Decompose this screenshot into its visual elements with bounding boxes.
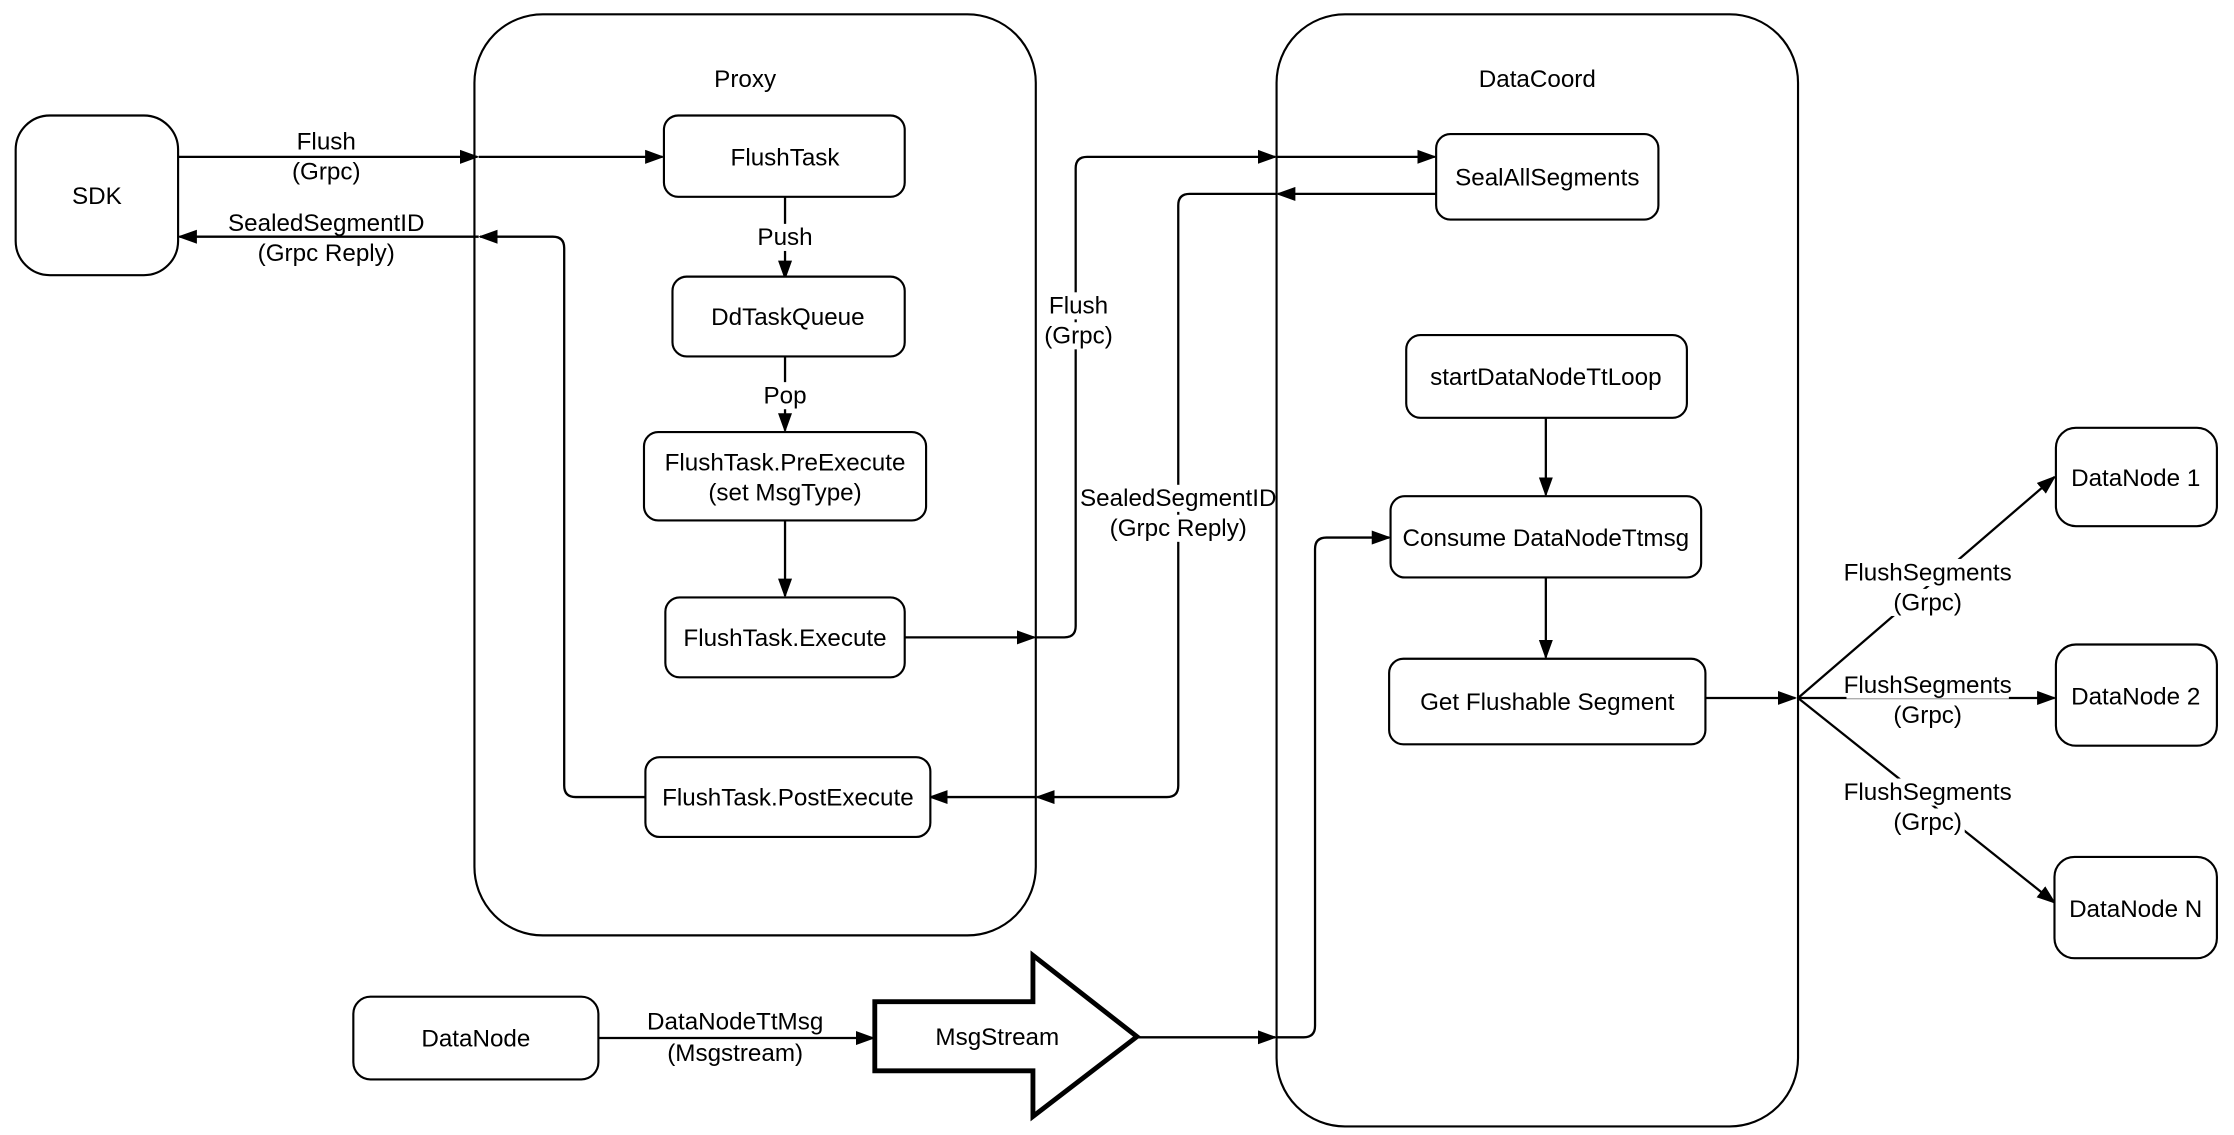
svg-text:DataNode: DataNode: [421, 1026, 530, 1053]
svg-text:Consume DataNodeTtmsg: Consume DataNodeTtmsg: [1403, 525, 1690, 552]
node-flushtask-postexecute: FlushTask.PostExecute: [644, 756, 932, 839]
svg-text:DataNode 1: DataNode 1: [2071, 465, 2200, 492]
svg-text:FlushSegments: FlushSegments: [1844, 559, 2012, 586]
svg-text:FlushTask: FlushTask: [731, 144, 841, 171]
svg-text:Flush: Flush: [297, 129, 356, 156]
svg-text:(Grpc): (Grpc): [1893, 702, 1962, 729]
svg-text:DataNode N: DataNode N: [2069, 896, 2202, 923]
svg-text:SealedSegmentID: SealedSegmentID: [228, 210, 424, 237]
datacoord-container-outline: [1275, 13, 1800, 1128]
svg-text:FlushSegments: FlushSegments: [1844, 672, 2012, 699]
svg-text:(Msgstream): (Msgstream): [667, 1040, 803, 1067]
nodes: SDK FlushTask DdTaskQueue FlushTask.PreE…: [14, 114, 2218, 1122]
label-flushsegments-1: FlushSegments (Grpc): [1844, 558, 2012, 616]
svg-text:(Grpc): (Grpc): [292, 159, 361, 186]
svg-text:DdTaskQueue: DdTaskQueue: [711, 304, 864, 331]
svg-text:(Grpc): (Grpc): [1044, 323, 1113, 350]
node-msgstream: MsgStream: [872, 950, 1141, 1122]
node-datanode2: DataNode 2: [2054, 643, 2218, 747]
node-flushtask: FlushTask: [662, 114, 906, 198]
edge-labels: Flush (Grpc) SealedSegmentID (Grpc Reply…: [228, 129, 2012, 1067]
node-getflushablesegment: Get Flushable Segment: [1388, 657, 1707, 746]
msgstream-block-arrow-icon: [872, 950, 1141, 1122]
node-flushtask-preexecute: FlushTask.PreExecute (set MsgType): [642, 430, 928, 522]
edge-proxy-to-datacoord-flush: [1035, 157, 1275, 639]
svg-text:(Grpc Reply): (Grpc Reply): [1110, 515, 1247, 542]
svg-text:Get Flushable Segment: Get Flushable Segment: [1420, 689, 1675, 716]
svg-text:FlushTask.PreExecute: FlushTask.PreExecute: [665, 450, 906, 477]
node-startdatanodettloop: startDataNodeTtLoop: [1405, 334, 1688, 419]
svg-text:DataNodeTtMsg: DataNodeTtMsg: [647, 1008, 823, 1035]
datacoord-container-title: DataCoord: [1479, 66, 1596, 93]
svg-text:(Grpc Reply): (Grpc Reply): [258, 240, 395, 267]
label-coord-sealedsegmentid: SealedSegmentID (Grpc Reply): [1080, 484, 1277, 542]
svg-text:Pop: Pop: [763, 383, 806, 410]
node-ddtaskqueue: DdTaskQueue: [671, 275, 906, 358]
proxy-container-outline: [473, 13, 1037, 937]
label-flushsegments-3: FlushSegments (Grpc): [1844, 778, 2012, 836]
label-flushsegments-2: FlushSegments (Grpc): [1844, 671, 2012, 729]
svg-text:(Grpc): (Grpc): [1893, 809, 1962, 836]
svg-text:DataNode 2: DataNode 2: [2071, 683, 2200, 710]
node-datanode-source: DataNode: [352, 995, 600, 1081]
svg-text:MsgStream: MsgStream: [935, 1024, 1059, 1051]
svg-text:FlushTask.PostExecute: FlushTask.PostExecute: [662, 785, 914, 812]
edge-fan-to-datanode1: [1797, 477, 2054, 699]
container-datacoord: DataCoord: [1275, 13, 1800, 1128]
node-datanoden: DataNode N: [2053, 855, 2218, 960]
node-consume-datanodettmsg: Consume DataNodeTtmsg: [1389, 495, 1703, 579]
svg-text:(Grpc): (Grpc): [1893, 589, 1962, 616]
svg-text:FlushTask.Execute: FlushTask.Execute: [683, 625, 886, 652]
node-flushtask-execute: FlushTask.Execute: [664, 596, 906, 679]
svg-text:FlushSegments: FlushSegments: [1844, 779, 2012, 806]
label-proxy-flush-grpc: Flush (Grpc): [1041, 292, 1116, 350]
svg-text:startDataNodeTtLoop: startDataNodeTtLoop: [1430, 364, 1661, 391]
label-sdk-sealedsegmentid: SealedSegmentID (Grpc Reply): [228, 210, 424, 267]
svg-text:Push: Push: [757, 224, 812, 251]
svg-text:SealedSegmentID: SealedSegmentID: [1080, 485, 1276, 512]
label-sdk-flush: Flush (Grpc): [292, 129, 361, 186]
label-datanodettmsg: DataNodeTtMsg (Msgstream): [647, 1008, 823, 1067]
label-pop: Pop: [757, 382, 813, 410]
edges: [178, 157, 2054, 1038]
svg-text:SealAllSegments: SealAllSegments: [1455, 164, 1639, 191]
svg-text:Flush: Flush: [1049, 293, 1108, 320]
edge-datacoord-to-consume: [1276, 538, 1390, 1039]
container-proxy: Proxy: [473, 13, 1037, 937]
proxy-container-title: Proxy: [714, 66, 777, 93]
node-datanode1: DataNode 1: [2054, 426, 2218, 528]
svg-text:SDK: SDK: [72, 183, 122, 210]
label-push: Push: [753, 223, 817, 251]
edge-postexecute-to-proxy-edge: [480, 237, 646, 799]
node-sealallsegments: SealAllSegments: [1435, 132, 1660, 221]
node-sdk: SDK: [14, 114, 180, 277]
svg-text:(set MsgType): (set MsgType): [708, 479, 861, 506]
